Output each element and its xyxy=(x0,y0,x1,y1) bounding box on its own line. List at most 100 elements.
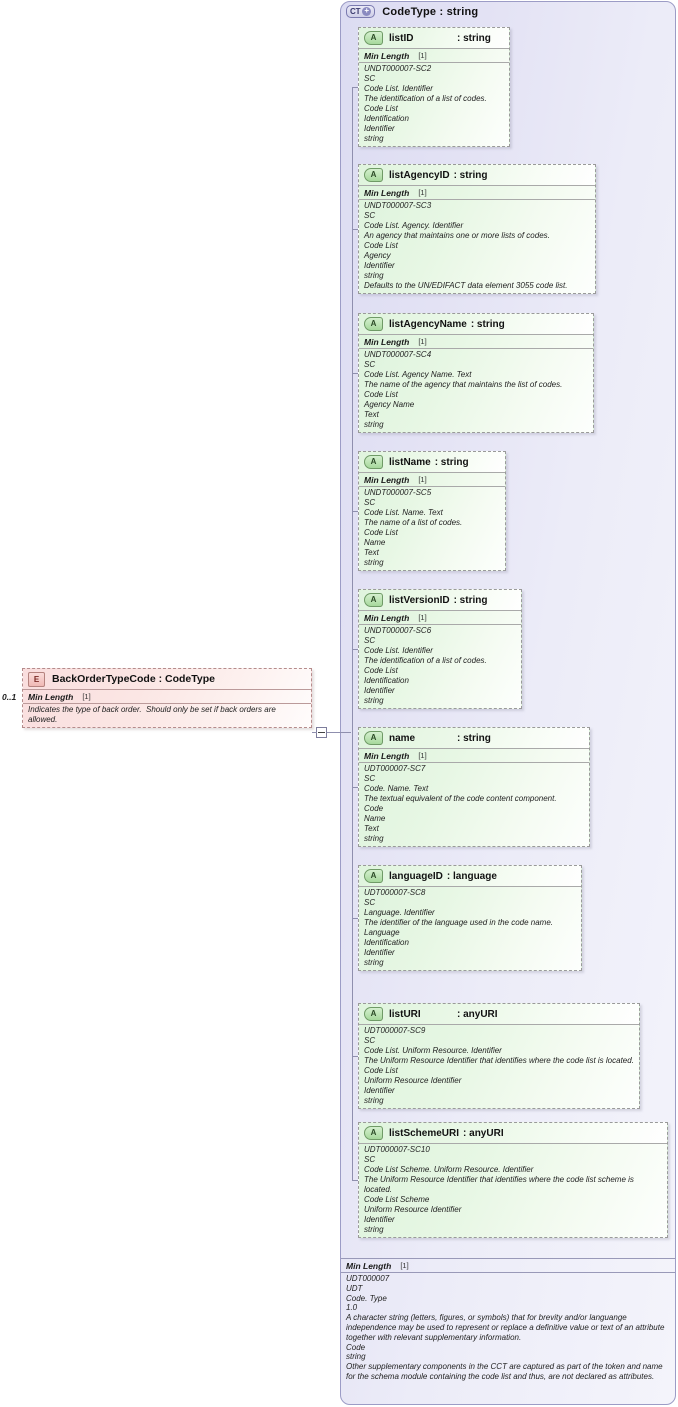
documentation-line: Text xyxy=(364,410,379,419)
documentation-line: Code List. Agency. Identifier xyxy=(364,221,464,230)
connector-attribute-stub xyxy=(352,229,358,230)
facet-value: [1] xyxy=(418,613,427,622)
documentation-line: Code List xyxy=(364,666,398,675)
attribute-type: : language xyxy=(446,870,497,882)
element-name: BackOrderTypeCode : CodeType xyxy=(52,673,215,685)
documentation-line: string xyxy=(364,271,384,280)
facet-label: Min Length xyxy=(364,50,410,61)
documentation-line: Identification xyxy=(364,938,409,947)
facet-value: [1] xyxy=(82,692,91,701)
documentation-line: The identification of a list of codes. xyxy=(364,94,487,103)
plus-icon: + xyxy=(362,6,372,16)
facet-label: Min Length xyxy=(28,691,74,702)
documentation-line: Code List. Name. Text xyxy=(364,508,443,517)
complextype-expand-icon[interactable]: CT + xyxy=(346,5,376,18)
element-icon: E xyxy=(28,671,45,687)
documentation-line: string xyxy=(364,1096,384,1105)
minus-icon xyxy=(318,732,325,733)
facet-label: Min Length xyxy=(364,187,410,198)
connector-attribute-stub xyxy=(352,87,358,88)
attribute-name: languageID: language xyxy=(389,871,497,882)
collapse-toggle-button[interactable] xyxy=(316,727,327,738)
facet-value: [1] xyxy=(418,751,427,760)
documentation-line: string xyxy=(364,1225,384,1234)
documentation-line: Defaults to the UN/EDIFACT data element … xyxy=(364,281,568,290)
documentation-line: UDT xyxy=(346,1283,363,1293)
attribute-name: listAgencyID: string xyxy=(389,170,487,181)
documentation-line: string xyxy=(364,420,384,429)
documentation-line: SC xyxy=(364,774,376,783)
documentation-line: Identifier xyxy=(364,948,395,957)
connector-attribute-stub xyxy=(352,511,358,512)
documentation-line: SC xyxy=(364,498,376,507)
documentation-line: UNDT000007-SC2 xyxy=(364,64,432,73)
occurrence-label: 0..1 xyxy=(2,692,17,702)
documentation-line: Agency Name xyxy=(364,400,415,409)
attribute-local-name: listName xyxy=(389,456,431,468)
attribute-icon: A xyxy=(364,455,383,469)
element-documentation: Indicates the type of back order. Should… xyxy=(23,704,311,727)
documentation-line: Identifier xyxy=(364,124,395,133)
attribute-type: : string xyxy=(457,32,491,44)
documentation-line: Code List xyxy=(364,104,398,113)
documentation-line: UDT000007-SC9 xyxy=(364,1026,426,1035)
documentation-line: SC xyxy=(364,211,376,220)
attribute-icon: A xyxy=(364,869,383,883)
documentation-line: 1.0 xyxy=(346,1303,358,1313)
attribute-icon: A xyxy=(364,593,383,607)
element-header: E BackOrderTypeCode : CodeType xyxy=(23,669,311,690)
connector-type-entry xyxy=(327,732,351,733)
documentation-line: SC xyxy=(364,74,376,83)
documentation-line: UDT000007 xyxy=(346,1274,390,1283)
documentation-line: SC xyxy=(364,360,376,369)
documentation-line: SC xyxy=(364,1155,376,1164)
attribute-name: listAgencyName: string xyxy=(389,319,505,330)
attribute-icon: A xyxy=(364,31,383,45)
facet-label: Min Length xyxy=(346,1260,392,1271)
attribute-name: listSchemeURI: anyURI xyxy=(389,1128,504,1139)
documentation-line: SC xyxy=(364,898,376,907)
documentation-line: SC xyxy=(364,636,376,645)
attribute-facet-row: Min Length[1] xyxy=(359,186,595,200)
complextype-title: CodeType : string xyxy=(382,5,479,18)
attribute-icon: A xyxy=(364,168,383,182)
documentation-line: Identifier xyxy=(364,1086,395,1095)
documentation-line: UDT000007-SC8 xyxy=(364,888,426,897)
complextype-badge-text: CT xyxy=(350,6,361,16)
attribute-type: : string xyxy=(453,169,488,181)
connector-attribute-stub xyxy=(352,1180,358,1181)
documentation-line: SC xyxy=(364,1036,376,1045)
documentation-line: Name xyxy=(364,538,386,547)
documentation-line: Indicates the type of back order. Should… xyxy=(28,705,279,724)
facet-value: [1] xyxy=(418,475,427,484)
element-box-backordertypecode[interactable]: E BackOrderTypeCode : CodeType Min Lengt… xyxy=(22,668,312,728)
documentation-line: UDT000007-SC7 xyxy=(364,764,426,773)
documentation-line: The identification of a list of codes. xyxy=(364,656,487,665)
documentation-line: Uniform Resource Identifier xyxy=(364,1076,462,1085)
documentation-line: string xyxy=(346,1352,366,1362)
attribute-type: : string xyxy=(453,594,488,606)
attribute-name: listVersionID: string xyxy=(389,595,487,606)
complextype-header: CT + CodeType : string xyxy=(346,5,478,18)
attribute-icon: A xyxy=(364,317,383,331)
facet-label: Min Length xyxy=(364,750,410,761)
facet-label: Min Length xyxy=(364,336,410,347)
attribute-type: : anyURI xyxy=(463,1127,504,1139)
